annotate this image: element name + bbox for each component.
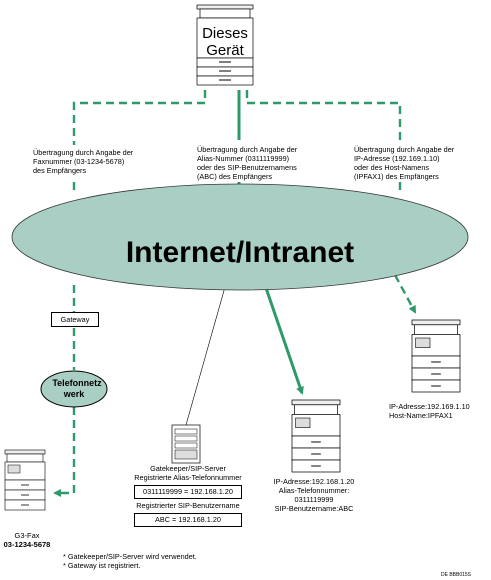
- sip-title: Registrierter SIP-Benutzername: [136, 501, 240, 510]
- fax-text-line-2: Faxnummer (03-1234-5678): [33, 157, 125, 166]
- footnote-2: * Gateway ist registriert.: [63, 561, 141, 570]
- ip-text-line-2: IP-Adresse (192.169.1.10): [354, 154, 440, 163]
- middle-label-line-4: SIP-Benutzername:ABC: [274, 504, 354, 513]
- cloud-label: Internet/Intranet: [126, 236, 354, 269]
- right-label-line-1: IP-Adresse:192.169.1.10: [389, 402, 470, 411]
- phone-network-ellipse: [40, 370, 108, 408]
- alias-transmission-text: Übertragung durch Angabe der Alias-Numme…: [197, 145, 297, 181]
- alias-text-line-1: Übertragung durch Angabe der: [197, 145, 298, 154]
- g3-fax-label-line-1: G3-Fax: [14, 531, 40, 540]
- link-ip: [245, 90, 402, 143]
- right-machine-icon: [411, 319, 461, 393]
- phone-network-label-line-1: Telefonnetz: [52, 378, 102, 388]
- top-device-icon: [196, 4, 254, 86]
- middle-machine-label: IP-Adresse:192.168.1.20 Alias-Telefonnum…: [262, 477, 366, 513]
- internet-intranet-cloud: [11, 183, 469, 291]
- footnotes: * Gatekeeper/SIP-Server wird verwendet. …: [63, 552, 197, 570]
- ip-text-line-3: oder des Host-Namens: [354, 163, 430, 172]
- link-phone-to-fax: [53, 407, 76, 497]
- g3-fax-label: G3-Fax 03-1234-5678: [0, 531, 54, 549]
- device-label-line-2: Gerät: [206, 42, 244, 59]
- gateway-box: Gateway: [51, 312, 99, 327]
- middle-label-line-3: 0311119999: [294, 495, 334, 504]
- fax-text-line-3: des Empfängers: [33, 166, 87, 175]
- alias-text-line-4: (ABC) des Empfängers: [197, 172, 273, 181]
- link-fax: [72, 90, 207, 145]
- g3-fax-icon: [4, 449, 46, 511]
- fax-text-line-1: Übertragung durch Angabe der: [33, 148, 134, 157]
- ip-text-line-4: (IPFAX1) des Empfängers: [354, 172, 439, 181]
- ip-text-line-1: Übertragung durch Angabe der: [354, 145, 455, 154]
- device-label-line-1: Dieses: [202, 25, 248, 42]
- ip-transmission-text: Übertragung durch Angabe der IP-Adresse …: [354, 145, 454, 181]
- footnote-1: * Gatekeeper/SIP-Server wird verwendet.: [63, 552, 197, 561]
- gatekeeper-title: Gatekeeper/SIP-Server Registrierte Alias…: [128, 464, 248, 482]
- sip-entry-box: ABC = 192.168.1.20: [134, 513, 242, 527]
- gatekeeper-title-line-2: Registrierte Alias-Telefonnummer: [134, 473, 242, 482]
- link-cloud-to-gatekeeper: [185, 286, 226, 426]
- right-label-line-2: Host-Name:IPFAX1: [389, 411, 453, 420]
- server-icon: [171, 424, 201, 464]
- fax-transmission-text: Übertragung durch Angabe der Faxnummer (…: [33, 148, 133, 175]
- link-cloud-to-middle-machine: [263, 284, 304, 395]
- alias-entry-box: 0311119999 = 192.168.1.20: [134, 485, 242, 499]
- phone-network-label-line-2: werk: [63, 389, 86, 399]
- middle-label-line-1: IP-Adresse:192.168.1.20: [273, 477, 355, 486]
- gatekeeper-title-line-1: Gatekeeper/SIP-Server: [150, 464, 226, 473]
- link-cloud-to-right-machine: [393, 274, 417, 314]
- right-machine-label: IP-Adresse:192.169.1.10 Host-Name:IPFAX1: [389, 402, 470, 420]
- middle-machine-icon: [291, 399, 341, 473]
- g3-fax-label-line-2: 03-1234-5678: [3, 540, 51, 549]
- figure-code: DE BBB015S: [441, 572, 472, 578]
- alias-text-line-3: oder des SIP-Benutzernamens: [197, 163, 297, 172]
- middle-label-line-2: Alias-Telefonnummer:: [278, 486, 350, 495]
- alias-text-line-2: Alias-Nummer (0311119999): [197, 154, 290, 163]
